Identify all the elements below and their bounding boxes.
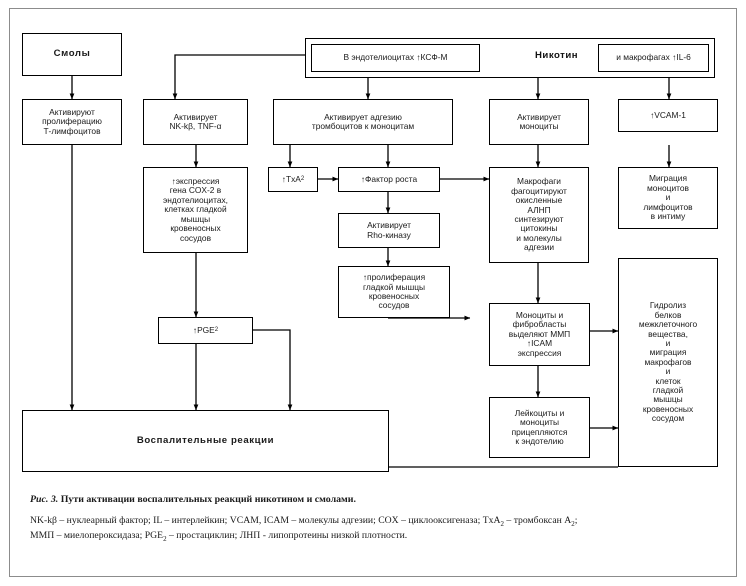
figure-legend: NK-kβ – нуклеарный фактор; IL – интерлей… (30, 514, 720, 544)
caption-line: Рис. 3. Пути активации воспалительных ре… (30, 494, 720, 505)
node-migration-monocytes[interactable]: Миграция моноцитов и лимфоцитов в интиму (618, 167, 718, 229)
caption-text: Пути активации воспалительных реакций ни… (60, 494, 356, 505)
node-vcam1[interactable]: ↑VCAM-1 (618, 99, 718, 132)
node-macrophage-il6[interactable]: и макрофагах ↑IL-6 (598, 44, 709, 72)
node-inflammatory-reactions[interactable]: Воспалительные реакции (22, 410, 389, 472)
node-nk-kb[interactable]: Активирует NK-kβ, TNF-α (143, 99, 248, 145)
node-rho-kinase[interactable]: Активирует Rho-киназу (338, 213, 440, 248)
figure-caption-block: Рис. 3. Пути активации воспалительных ре… (30, 494, 720, 544)
node-activate-monocytes[interactable]: Активирует моноциты (489, 99, 589, 145)
caption-label: Рис. 3. (30, 494, 59, 505)
label-nicotine: Никотин (535, 50, 579, 61)
node-tar[interactable]: Смолы (22, 33, 122, 76)
node-t-lymphocyte[interactable]: Активируют пролиферацию Т-лимфоцитов (22, 99, 122, 145)
node-monocytes-fibroblasts[interactable]: Моноциты и фибробласты выделяют ММП ↑ICA… (489, 303, 590, 366)
node-cox2[interactable]: ↑экспрессия гена COX-2 в эндотелиоцитах,… (143, 167, 248, 253)
node-macrophages-phago[interactable]: Макрофаги фагоцитируют окисленные АЛНП с… (489, 167, 589, 263)
legend-line-2: ММП – миелопероксидаза; PGE2 – простацик… (30, 530, 408, 543)
node-leukocytes-monocytes[interactable]: Лейкоциты и моноциты прицепляются к эндо… (489, 397, 590, 458)
node-platelet-adhesion[interactable]: Активирует адгезию тромбоцитов к моноцит… (273, 99, 453, 145)
node-hydrolysis[interactable]: Гидролиз белков межклеточного вещества, … (618, 258, 718, 467)
page-frame (9, 8, 737, 577)
node-smooth-muscle-prolif[interactable]: ↑пролиферация гладкой мышцы кровеносных … (338, 266, 450, 318)
legend-line-1: NK-kβ – нуклеарный фактор; IL – интерлей… (30, 515, 578, 528)
node-growth-factor[interactable]: ↑Фактор роста (338, 167, 440, 192)
node-endothelio-csf[interactable]: В эндотелиоцитах ↑КСФ-М (311, 44, 480, 72)
